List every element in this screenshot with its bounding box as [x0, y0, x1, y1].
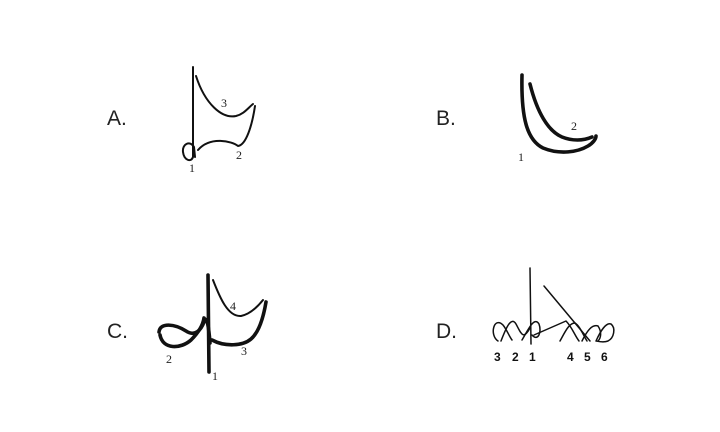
figure-c-label-4: 4 [230, 299, 236, 313]
option-d-letter: D. [436, 320, 457, 343]
figure-a-label-3: 3 [221, 96, 227, 110]
figure-c-label-1: 1 [212, 369, 218, 383]
figure-d: 3 2 1 4 5 6 [492, 267, 615, 364]
figure-b-label-2: 2 [571, 119, 577, 133]
figure-d-label-4: 4 [567, 350, 574, 364]
figure-d-label-3: 3 [494, 350, 501, 364]
figure-a: 1 2 3 [181, 66, 256, 175]
figure-b-label-1: 1 [518, 150, 524, 164]
option-c-letter: C. [107, 320, 128, 343]
figure-b: 1 2 [518, 73, 598, 164]
figure-a-stroke-3 [195, 75, 254, 118]
figure-d-loop-3 [492, 322, 513, 342]
figure-c-label-3: 3 [241, 344, 247, 358]
figure-d-loop-1 [521, 320, 541, 341]
figure-a-stroke-2 [197, 105, 256, 151]
figure-d-loop-2 [500, 320, 531, 342]
figure-a-label-2: 2 [236, 148, 242, 162]
figure-d-loop-4 [559, 322, 588, 342]
figure-c-stroke-4 [212, 279, 264, 318]
figure-d-label-6: 6 [601, 350, 608, 364]
option-b-letter: B. [436, 107, 456, 130]
figure-d-label-1: 1 [529, 350, 536, 364]
figure-a-stroke-1 [181, 66, 196, 162]
figure-d-label-5: 5 [584, 350, 591, 364]
figure-a-label-1: 1 [189, 161, 195, 175]
figure-b-stroke-1 [520, 73, 598, 154]
figure-d-loop-6 [595, 323, 615, 343]
figure-d-loop-5 [581, 324, 602, 342]
option-a-letter: A. [107, 107, 127, 130]
figure-d-label-2: 2 [512, 350, 519, 364]
figure-b-stroke-2 [528, 82, 594, 142]
figure-d-connector [533, 320, 580, 342]
figure-c-stroke-1 [206, 273, 211, 374]
figure-c-stroke-3 [210, 300, 268, 347]
figure-c-stroke-2b [158, 316, 206, 349]
figure-c-label-2: 2 [166, 352, 172, 366]
figure-c: 1 2 3 4 [157, 273, 268, 383]
figure-d-vertical-stroke [529, 267, 532, 345]
